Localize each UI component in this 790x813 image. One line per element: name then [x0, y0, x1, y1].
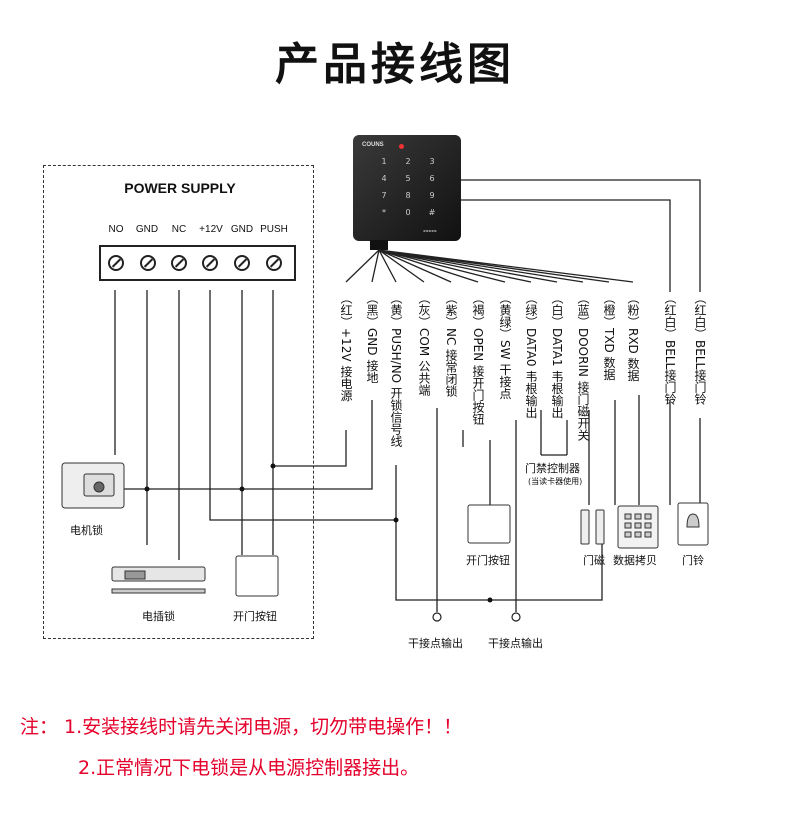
- screw-terminal-nc: [171, 255, 187, 271]
- dry-contact-output-2-label: 干接点输出: [488, 637, 543, 650]
- wire-color-white: （白）: [550, 292, 564, 328]
- wire-label-yellow: （黄）PUSH/NO 开锁信号线: [389, 292, 403, 447]
- doorbell-label: 门铃: [682, 554, 704, 567]
- wire-color-orange: （橙）: [602, 292, 616, 328]
- wire-desc-data0: DATA0 韦根输出: [524, 328, 538, 419]
- wire-desc-txd: TXD 数据: [602, 328, 616, 381]
- wire-label-bell-1: （红白）BELL接门铃: [663, 292, 677, 406]
- device-brand: COUNS: [362, 142, 384, 148]
- key-9: 9: [429, 191, 435, 200]
- wire-desc-data1: DATA1 韦根输出: [550, 328, 564, 419]
- wire-color-brown: （褐）: [471, 292, 485, 328]
- door-sensor-label: 门磁: [583, 554, 605, 567]
- access-controller-label: 门禁控制器: [525, 462, 580, 475]
- dry-contact-output-1-label: 干接点输出: [408, 637, 463, 650]
- wire-desc-bell-2: BELL接门铃: [693, 340, 707, 406]
- wire-desc-open: OPEN 接开门按钮: [471, 328, 485, 426]
- terminal-label-gnd-2: GND: [230, 224, 254, 235]
- device-model-text: ▪▪▪▪▪: [423, 228, 437, 233]
- terminal-label-12v: +12V: [199, 224, 223, 235]
- key-hash: #: [428, 208, 436, 217]
- wire-color-red-white-2: （红白）: [693, 292, 707, 340]
- wire-color-red: （红）: [339, 292, 353, 328]
- screw-terminal-12v: [202, 255, 218, 271]
- status-led: [399, 144, 404, 149]
- key-7: 7: [381, 191, 387, 200]
- power-supply-title: POWER SUPPLY: [124, 180, 236, 196]
- screw-terminal-push: [266, 255, 282, 271]
- wire-label-green: （绿）DATA0 韦根输出: [524, 292, 538, 419]
- motor-lock-label: 电机锁: [70, 524, 103, 537]
- data-copy-label: 数据拷贝: [613, 554, 657, 567]
- wire-label-pink: （粉）RXD 数据: [626, 292, 640, 382]
- wire-desc-push: PUSH/NO 开锁信号线: [389, 328, 403, 447]
- key-star: *: [382, 208, 386, 217]
- wire-label-red: （红）+12V 接电源: [339, 292, 353, 402]
- wire-color-grey: （灰）: [417, 292, 431, 328]
- wire-label-orange: （橙）TXD 数据: [602, 292, 616, 381]
- wire-color-yellow: （黄）: [389, 292, 403, 328]
- key-0: 0: [405, 208, 411, 217]
- wire-desc-sw: SW 干接点: [498, 340, 512, 400]
- key-8: 8: [405, 191, 411, 200]
- wire-desc-nc: NC 接常闭锁: [444, 328, 458, 398]
- wire-color-red-white-1: （红白）: [663, 292, 677, 340]
- note-line-2: 2.正常情况下电锁是从电源控制器接出。: [78, 757, 420, 779]
- terminal-labels: NO GND NC +12V GND PUSH: [100, 224, 300, 238]
- access-controller-note: (当读卡器使用): [528, 477, 583, 486]
- wire-desc-com: COM 公共端: [417, 328, 431, 396]
- terminal-label-no: NO: [108, 224, 124, 235]
- wire-desc-12v: +12V 接电源: [339, 328, 353, 402]
- wire-color-blue: （蓝）: [576, 292, 590, 328]
- screw-terminal-gnd-2: [234, 255, 250, 271]
- terminal-label-gnd-1: GND: [135, 224, 159, 235]
- exit-button-label: 开门按钮: [466, 554, 510, 567]
- terminal-label-nc: NC: [171, 224, 187, 235]
- wire-label-black: （黑）GND 接地: [365, 292, 379, 384]
- device-connector: [370, 240, 388, 250]
- key-3: 3: [429, 157, 435, 166]
- bolt-lock-label: 电插锁: [142, 610, 175, 623]
- keypad-reader-device: COUNS 1 2 3 4 5 6 7 8 9 * 0 # ▪▪▪▪▪: [353, 135, 461, 241]
- wire-desc-rxd: RXD 数据: [626, 328, 640, 382]
- wire-color-black: （黑）: [365, 292, 379, 328]
- key-2: 2: [405, 157, 411, 166]
- screw-terminal-gnd-1: [140, 255, 156, 271]
- keypad: 1 2 3 4 5 6 7 8 9 * 0 #: [375, 157, 441, 227]
- key-1: 1: [381, 157, 387, 166]
- terminal-block: [99, 245, 296, 281]
- wire-label-white: （白）DATA1 韦根输出: [550, 292, 564, 419]
- wire-label-brown: （褐）OPEN 接开门按钮: [471, 292, 485, 426]
- screw-terminal-no: [108, 255, 124, 271]
- wire-label-purple: （紫）NC 接常闭锁: [444, 292, 458, 398]
- key-4: 4: [381, 174, 387, 183]
- wire-label-bell-2: （红白）BELL接门铃: [693, 292, 707, 406]
- note-line-1: 注： 1.安装接线时请先关闭电源，切勿带电操作！！: [20, 716, 463, 738]
- page-title: 产品接线图: [275, 39, 515, 90]
- power-supply-box: [43, 165, 314, 639]
- wire-color-green: （绿）: [524, 292, 538, 328]
- wire-color-purple: （紫）: [444, 292, 458, 328]
- key-6: 6: [429, 174, 435, 183]
- wire-desc-doorin: DOORIN 接门磁开关: [576, 328, 590, 441]
- wire-color-pink: （粉）: [626, 292, 640, 328]
- wire-label-blue: （蓝）DOORIN 接门磁开关: [576, 292, 590, 441]
- exit-button-ps-label: 开门按钮: [233, 610, 277, 623]
- terminal-label-push: PUSH: [260, 224, 288, 235]
- wire-label-yellow-green: （黄绿）SW 干接点: [498, 292, 512, 400]
- wire-desc-bell-1: BELL接门铃: [663, 340, 677, 406]
- key-5: 5: [405, 174, 411, 183]
- wire-color-yellow-green: （黄绿）: [498, 292, 512, 340]
- wire-desc-gnd: GND 接地: [365, 328, 379, 384]
- wire-label-grey: （灰）COM 公共端: [417, 292, 431, 396]
